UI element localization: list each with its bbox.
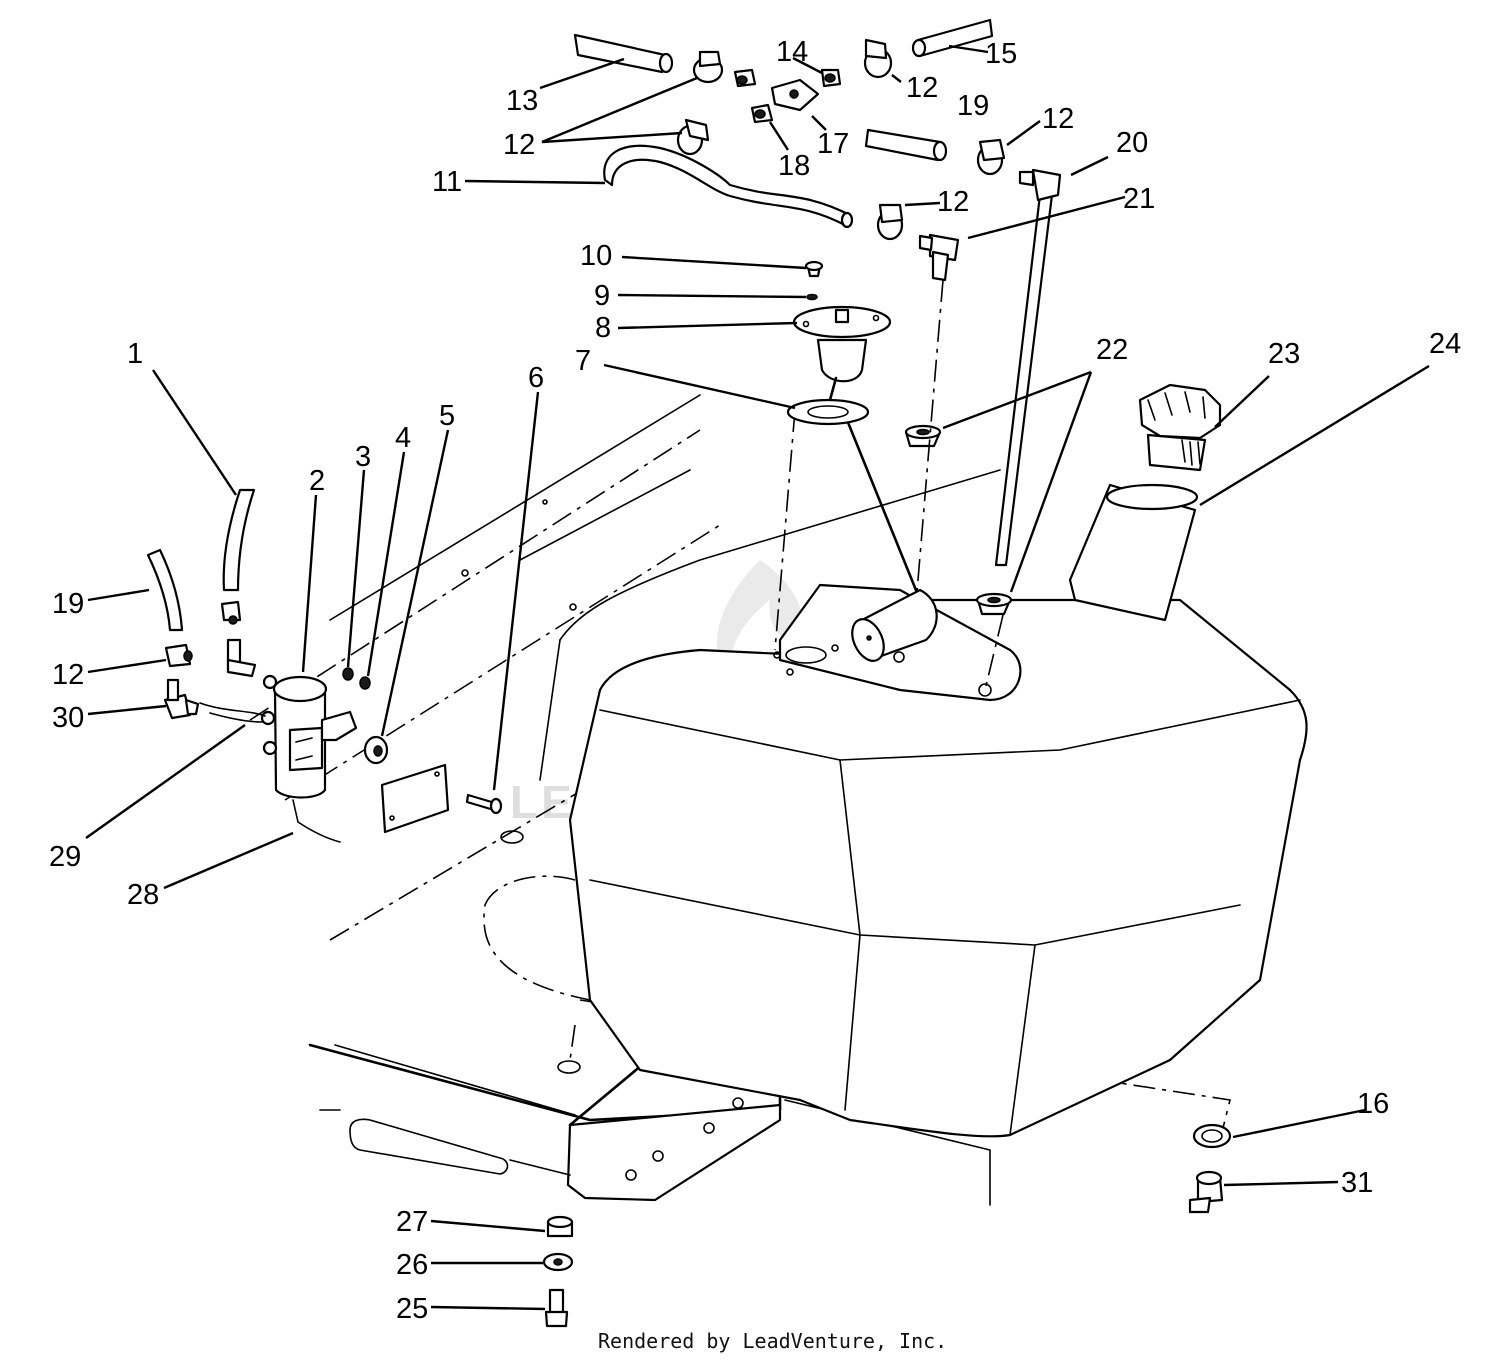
callout-2: 2 xyxy=(309,465,325,497)
grommet-22a xyxy=(904,424,942,448)
callout-5: 5 xyxy=(439,400,455,432)
clamp-16 xyxy=(1192,1123,1232,1149)
screw-10 xyxy=(804,260,824,278)
nut-3 xyxy=(342,667,354,681)
fuel-hose-11 xyxy=(603,144,854,229)
fuel-line-19-left xyxy=(146,548,184,632)
bolt-6 xyxy=(465,793,503,815)
fuel-pump-2 xyxy=(260,674,358,799)
callout-12-a: 12 xyxy=(503,129,535,161)
callout-12-d: 12 xyxy=(937,186,969,218)
callout-11: 11 xyxy=(432,166,462,198)
elbow-30 xyxy=(163,678,200,720)
callout-13: 13 xyxy=(506,85,538,117)
callout-labels: 1 2 3 4 5 6 7 8 9 10 11 12 12 12 12 12 1… xyxy=(49,36,1461,1325)
drain-valve-31 xyxy=(1188,1170,1224,1214)
hose-13 xyxy=(573,33,674,74)
callout-31: 31 xyxy=(1341,1167,1373,1199)
clamp-12-left xyxy=(164,643,193,668)
callout-12-c: 12 xyxy=(1042,103,1074,135)
callout-19-top: 19 xyxy=(957,90,989,122)
hose-clamp-12-top-b xyxy=(676,118,710,156)
washer-4 xyxy=(359,676,371,690)
callout-26: 26 xyxy=(396,1249,428,1281)
callout-7: 7 xyxy=(575,345,591,377)
hose-15 xyxy=(911,18,994,58)
callout-6: 6 xyxy=(528,362,544,394)
elbow-upper xyxy=(226,638,257,678)
fuel-float xyxy=(851,588,938,662)
grommet-5 xyxy=(363,735,389,765)
callout-30: 30 xyxy=(52,702,84,734)
callout-21: 21 xyxy=(1123,183,1155,215)
isolator-27 xyxy=(546,1215,574,1238)
hose-clamp-12-top-a xyxy=(692,50,724,84)
fuel-cap-23 xyxy=(1138,383,1222,472)
tee-block-17 xyxy=(770,78,820,112)
callout-18: 18 xyxy=(778,150,810,182)
callout-23: 23 xyxy=(1268,338,1300,370)
callout-25: 25 xyxy=(396,1293,428,1325)
callout-15: 15 xyxy=(985,38,1017,70)
callout-12-b: 12 xyxy=(906,72,938,104)
hose-clamp-12-top-c xyxy=(863,38,893,79)
callout-28: 28 xyxy=(127,879,159,911)
pickup-tube-20 xyxy=(994,168,1062,567)
assembly-line-a xyxy=(912,279,944,641)
footer-credit: Rendered by LeadVenture, Inc. xyxy=(598,1329,947,1353)
mount-bracket xyxy=(380,763,450,834)
callout-4: 4 xyxy=(395,422,411,454)
callout-10: 10 xyxy=(580,240,612,272)
callout-8: 8 xyxy=(595,312,611,344)
pump-wire-29 xyxy=(199,702,266,723)
callout-3: 3 xyxy=(355,441,371,473)
washer-9 xyxy=(806,293,818,301)
fuel-line-1 xyxy=(222,488,256,592)
callout-29: 29 xyxy=(49,841,81,873)
hose-clamp-12-top-e xyxy=(876,203,904,241)
fitting-18 xyxy=(750,103,774,124)
callout-14: 14 xyxy=(776,36,808,68)
fuel-sender-8 xyxy=(792,305,922,602)
fitting-14a xyxy=(733,68,757,88)
ground-wire-28 xyxy=(292,799,341,843)
callout-16: 16 xyxy=(1357,1088,1389,1120)
callout-20: 20 xyxy=(1116,127,1148,159)
callout-27: 27 xyxy=(396,1206,428,1238)
callout-9: 9 xyxy=(594,280,610,312)
hose-clamp-12-top-d xyxy=(976,138,1006,176)
assembly-line-c xyxy=(984,614,1004,691)
hose-19-top xyxy=(864,128,948,162)
callout-19-left: 19 xyxy=(52,588,84,620)
bolt-25 xyxy=(544,1288,569,1328)
leader-lines xyxy=(85,44,1430,1311)
callout-1: 1 xyxy=(127,338,143,370)
fitting-14b xyxy=(820,68,842,88)
callout-24: 24 xyxy=(1429,328,1461,360)
callout-22: 22 xyxy=(1096,334,1128,366)
grommet-22b xyxy=(975,592,1013,616)
callout-12-e: 12 xyxy=(52,659,84,691)
sender-gasket-7 xyxy=(786,398,870,426)
callout-17: 17 xyxy=(817,128,849,160)
clamp-12-upper-left xyxy=(220,600,242,625)
fuel-tank xyxy=(568,483,1308,1138)
assembly-line-b xyxy=(774,409,796,651)
washer-26 xyxy=(542,1252,574,1272)
elbow-fitting-21 xyxy=(918,233,960,282)
